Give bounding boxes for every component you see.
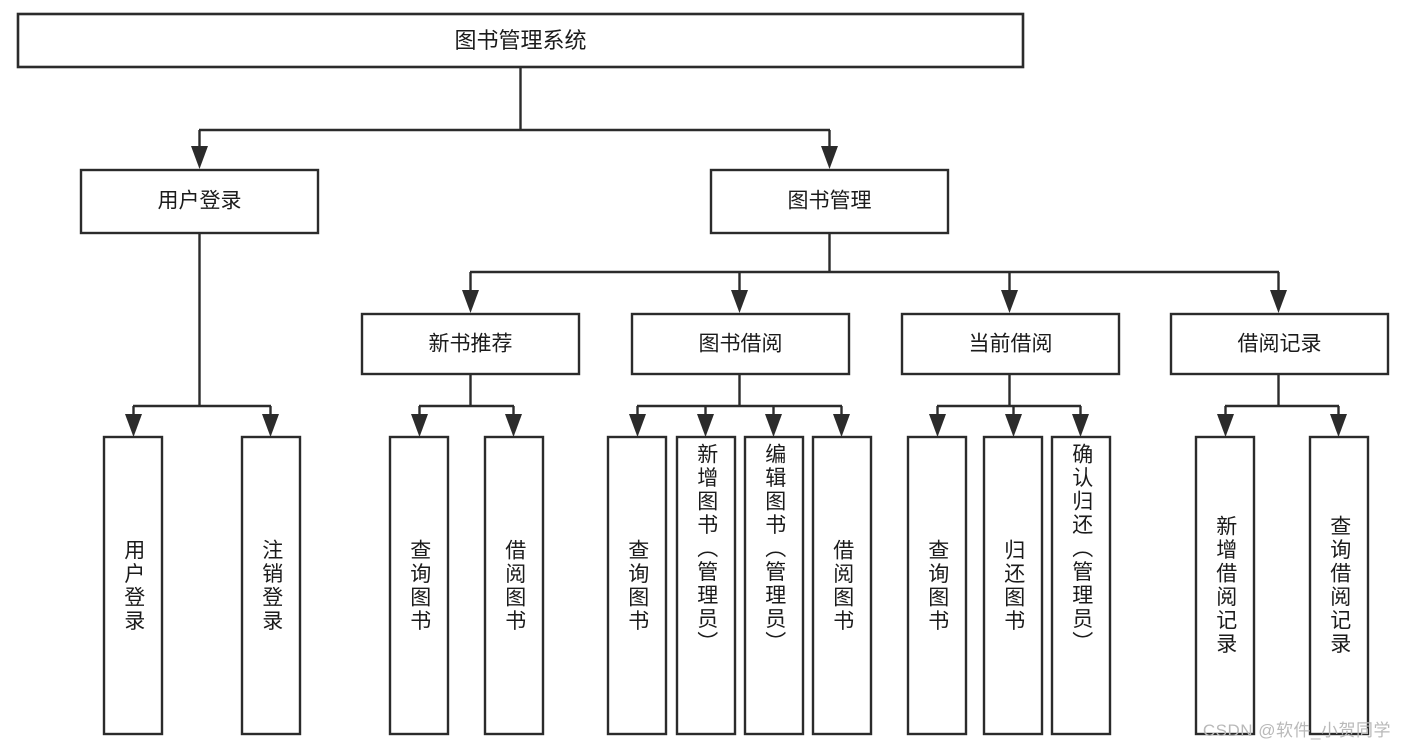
arrow-to-leaf-query-book-2 <box>629 414 646 437</box>
leaf-box-add-record[interactable] <box>1194 435 1256 736</box>
leaf-box-borrow-book-2[interactable] <box>811 435 873 736</box>
arrow-to-leaf-query-record <box>1330 414 1347 437</box>
leaf-box-return-book[interactable] <box>982 435 1044 736</box>
node-root-box[interactable] <box>16 12 1025 69</box>
node-new-book-recommend-box[interactable] <box>360 312 581 376</box>
arrow-to-leaf-query-book-3 <box>929 414 946 437</box>
arrow-to-leaf-logout-login <box>262 414 279 437</box>
node-book-borrow-label: 图书借阅 <box>699 333 783 356</box>
node-current-borrow-label: 当前借阅 <box>969 333 1053 356</box>
leaf-box-borrow-book-1[interactable] <box>483 435 545 736</box>
node-root[interactable]: 图书管理系统 <box>16 12 1025 69</box>
node-user-login-label: 用户登录 <box>158 190 242 213</box>
node-current-borrow-box[interactable] <box>900 312 1121 376</box>
edge-group-book-manage-to-level3 <box>462 233 1287 313</box>
arrow-to-leaf-borrow-book-2 <box>833 414 850 437</box>
edge-group-current-borrow-to-leaves <box>929 374 1089 437</box>
arrow-to-book-borrow <box>731 290 748 313</box>
node-borrow-record[interactable]: 借阅记录 <box>1169 312 1390 376</box>
edge-group-new-book-recommend-to-leaves <box>411 374 522 437</box>
node-new-book-recommend[interactable]: 新书推荐 <box>360 312 581 376</box>
node-book-manage[interactable]: 图书管理 <box>709 168 950 235</box>
node-root-label: 图书管理系统 <box>454 28 586 53</box>
arrow-to-leaf-add-record <box>1217 414 1234 437</box>
node-new-book-recommend-label: 新书推荐 <box>429 333 513 356</box>
arrow-to-leaf-return-book <box>1005 414 1022 437</box>
arrow-to-leaf-confirm-return <box>1072 414 1089 437</box>
node-user-login[interactable]: 用户登录 <box>79 168 320 235</box>
leaf-box-confirm-return[interactable] <box>1050 435 1112 736</box>
node-book-manage-label: 图书管理 <box>788 190 872 213</box>
leaf-box-query-book-3[interactable] <box>906 435 968 736</box>
arrow-to-current-borrow <box>1001 290 1018 313</box>
arrow-to-book-manage <box>821 146 838 169</box>
node-borrow-record-box[interactable] <box>1169 312 1390 376</box>
leaf-box-query-record[interactable] <box>1308 435 1370 736</box>
node-borrow-record-label: 借阅记录 <box>1238 333 1322 356</box>
arrow-to-leaf-query-book-1 <box>411 414 428 437</box>
edge-group-root-to-level2 <box>191 67 838 169</box>
leaf-box-logout-login[interactable] <box>240 435 302 736</box>
edge-group-user-login-to-leaves <box>125 233 279 437</box>
node-current-borrow[interactable]: 当前借阅 <box>900 312 1121 376</box>
node-book-borrow[interactable]: 图书借阅 <box>630 312 851 376</box>
arrow-to-leaf-user-login <box>125 414 142 437</box>
leaf-box-edit-book[interactable] <box>743 435 805 736</box>
edge-group-borrow-record-to-leaves <box>1217 374 1347 437</box>
node-book-borrow-box[interactable] <box>630 312 851 376</box>
leaf-box-query-book-2[interactable] <box>606 435 668 736</box>
leaf-box-group <box>102 435 1370 736</box>
leaf-box-user-login[interactable] <box>102 435 164 736</box>
arrow-to-leaf-borrow-book-1 <box>505 414 522 437</box>
arrow-to-new-book-recommend <box>462 290 479 313</box>
arrow-to-leaf-add-book <box>697 414 714 437</box>
node-user-login-box[interactable] <box>79 168 320 235</box>
node-book-manage-box[interactable] <box>709 168 950 235</box>
arrow-to-user-login <box>191 146 208 169</box>
edge-group-book-borrow-to-leaves <box>629 374 850 437</box>
csdn-watermark: CSDN @软件_小贺同学 <box>1202 721 1391 740</box>
arrow-to-leaf-edit-book <box>765 414 782 437</box>
leaf-box-query-book-1[interactable] <box>388 435 450 736</box>
leaf-box-add-book[interactable] <box>675 435 737 736</box>
arrow-to-borrow-record <box>1270 290 1287 313</box>
